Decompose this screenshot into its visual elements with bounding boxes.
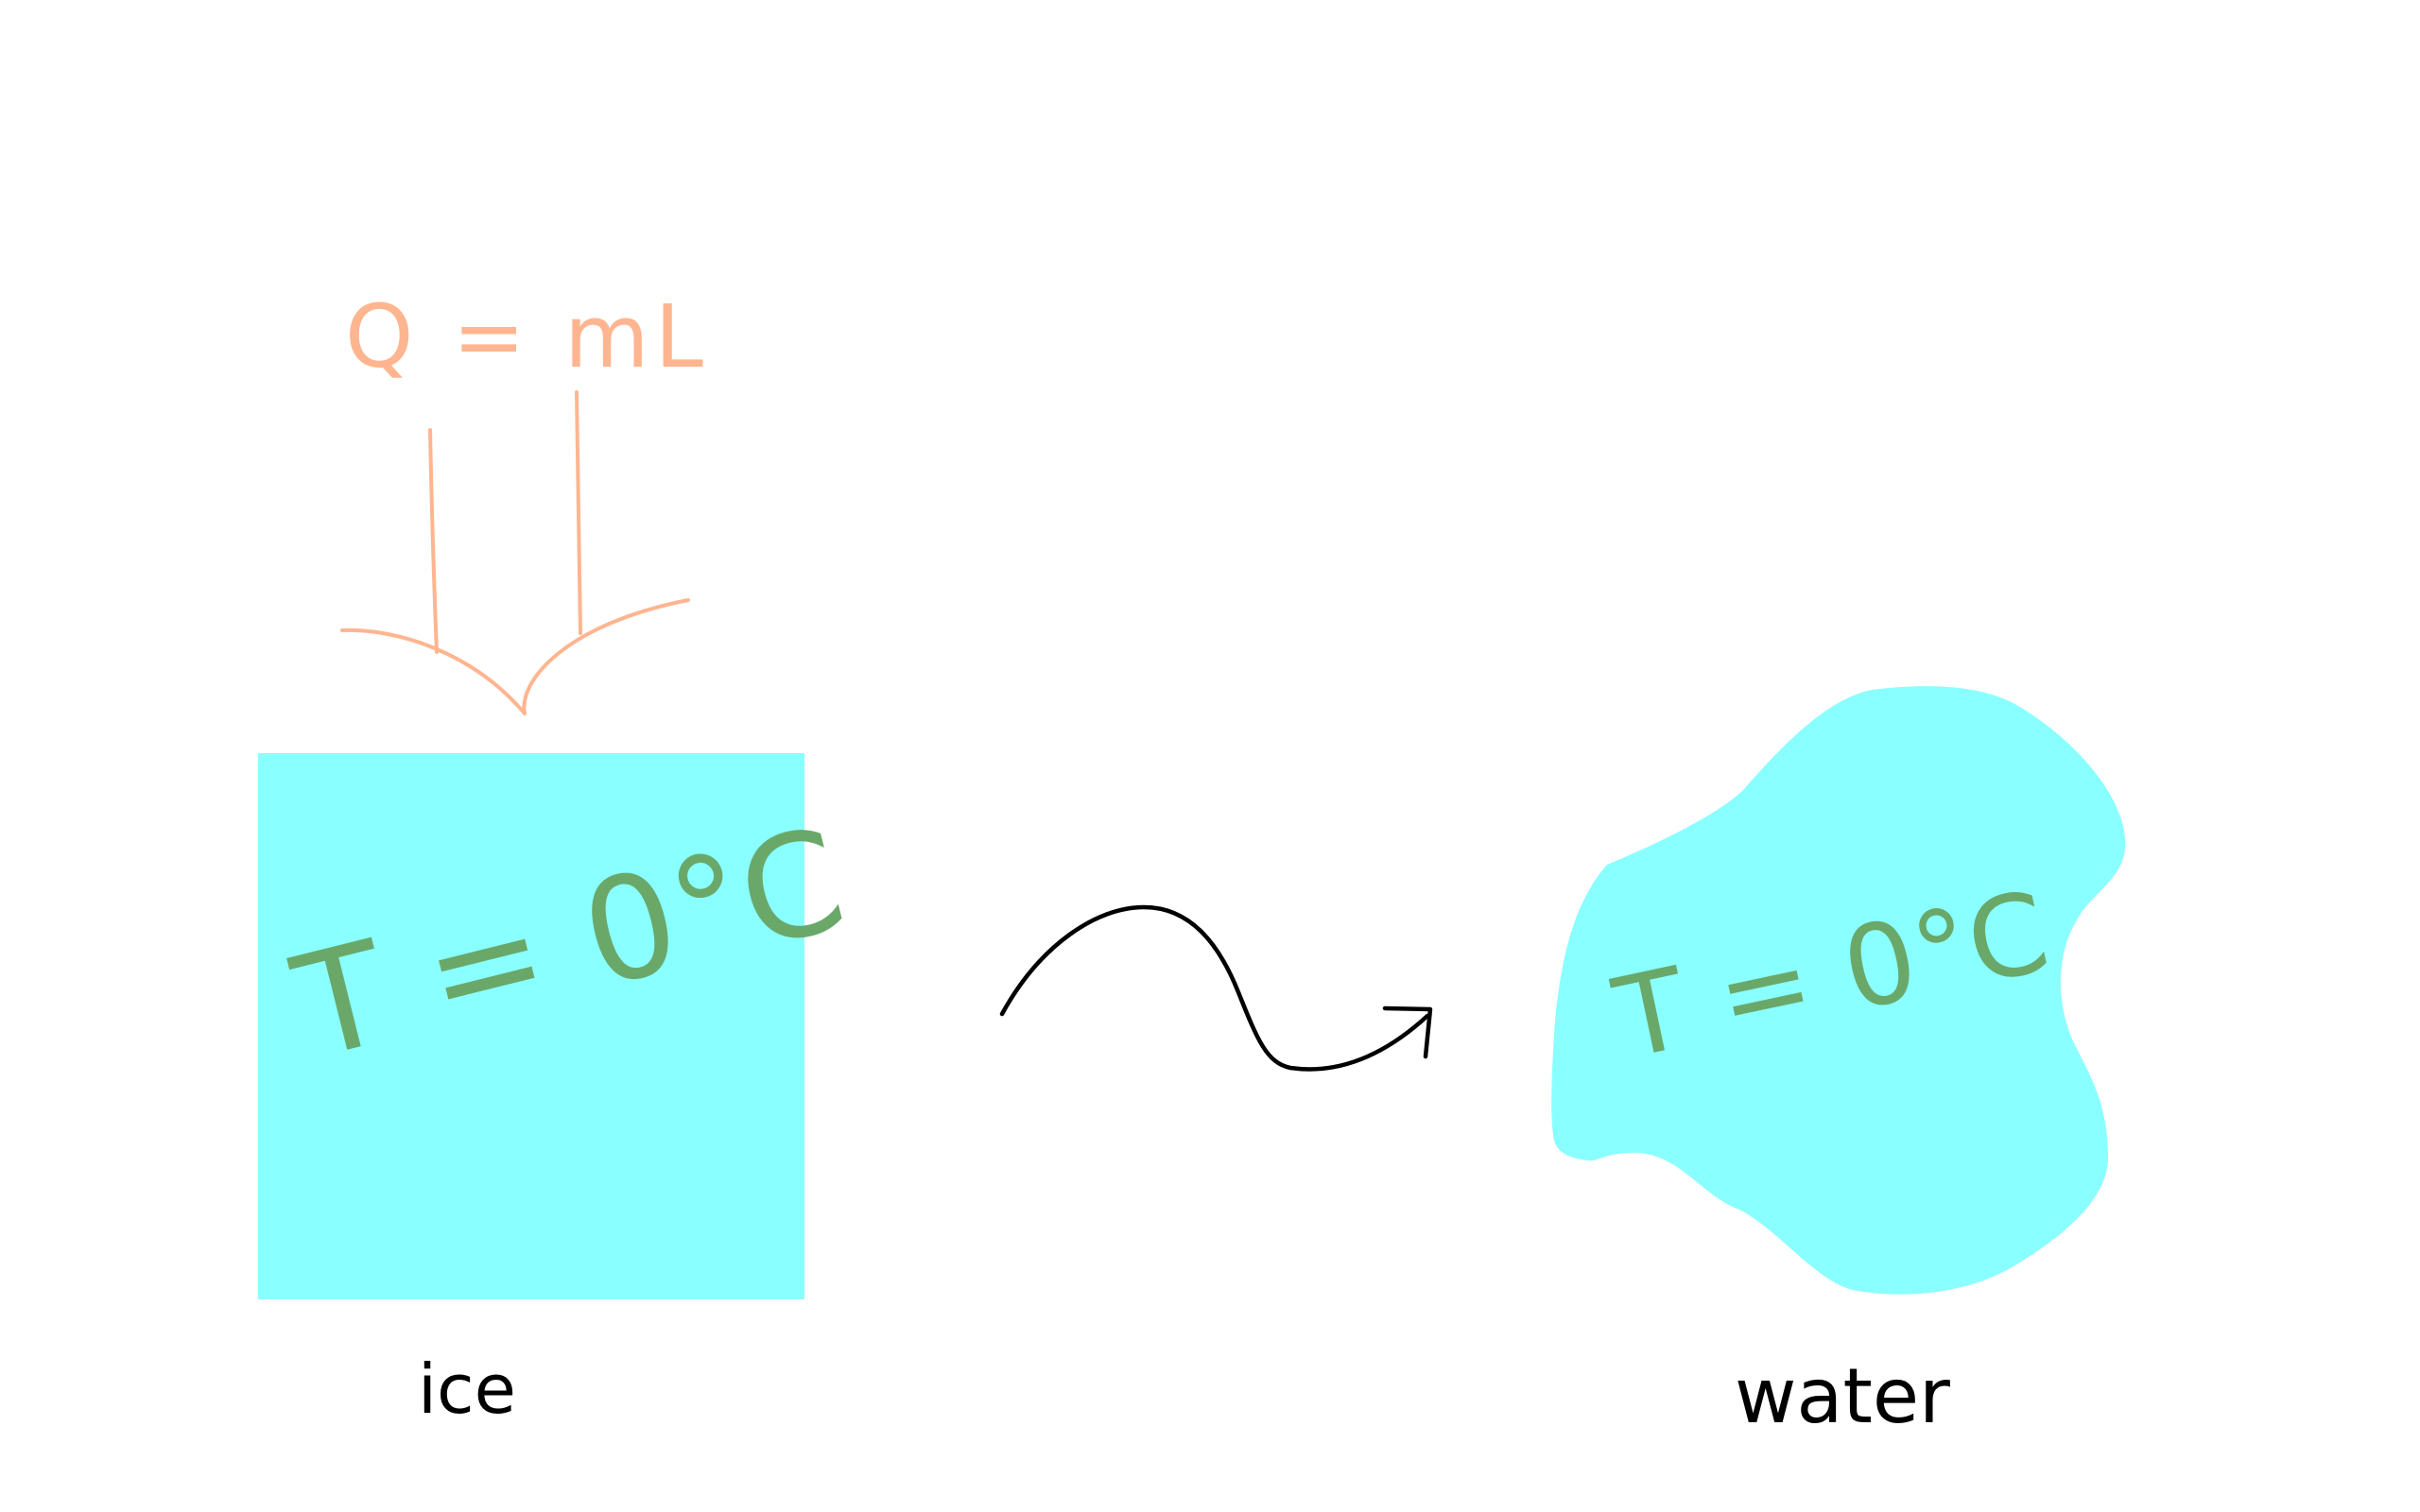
- ice-caption: ice: [418, 1349, 516, 1429]
- heat-label: Q = mL: [345, 286, 709, 387]
- squiggle-arrow-icon: [999, 904, 1433, 1072]
- ice-block: [258, 753, 804, 1299]
- heat-arrow-icon: [340, 390, 690, 715]
- water-caption: water: [1735, 1352, 1950, 1440]
- water-puddle: [1551, 686, 2126, 1295]
